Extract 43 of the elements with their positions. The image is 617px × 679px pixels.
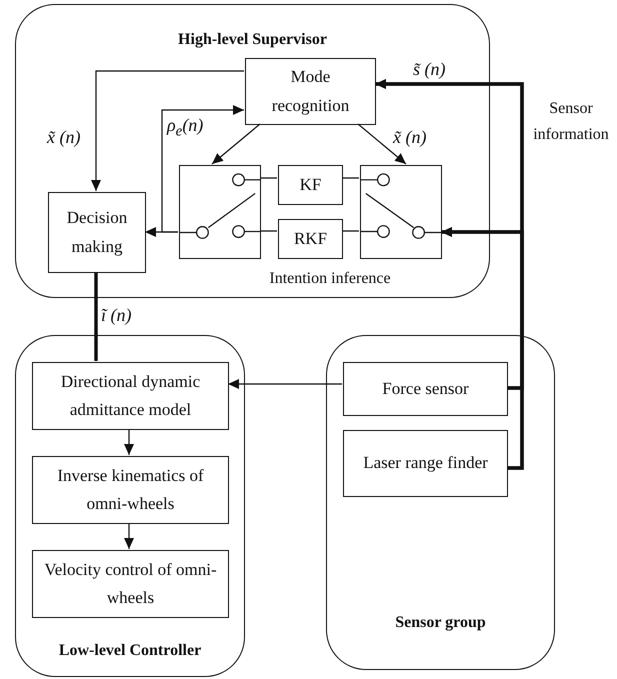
panel-title: Sensor group — [394, 614, 487, 632]
box-label: Velocity control of omni-wheels — [43, 558, 218, 609]
panel-title: Low-level Controller — [58, 642, 202, 660]
group-panel — [15, 335, 245, 677]
arrow — [161, 105, 244, 233]
edge-label: ĩ (n) — [100, 306, 132, 324]
arrow — [358, 124, 406, 164]
box-label: Force sensor — [381, 378, 470, 400]
box-label: Inverse kinematics of omni-wheels — [56, 464, 205, 515]
text-label: Sensor information — [532, 99, 610, 145]
arrow — [91, 70, 244, 191]
connector-line — [260, 177, 277, 179]
arrow — [212, 124, 260, 164]
process-box — [32, 550, 229, 618]
edge-label: x̃ (n) — [46, 128, 82, 146]
process-box — [245, 58, 376, 125]
text-label: Intention inference — [268, 269, 392, 289]
box-label: Laser range finder — [362, 452, 489, 474]
process-box — [278, 219, 343, 259]
connector-line — [94, 272, 98, 361]
connector-line — [260, 230, 277, 232]
process-box — [32, 362, 229, 430]
process-box — [48, 192, 146, 273]
panel-title: High-level Supervisor — [177, 31, 328, 49]
arrow — [124, 523, 134, 549]
box-label: Mode recognition — [270, 66, 350, 117]
group-panel — [15, 4, 490, 298]
arrow — [124, 429, 134, 455]
arrow — [228, 379, 342, 389]
box-label: RKF — [292, 228, 328, 250]
box-label: KF — [298, 174, 322, 196]
process-box — [278, 165, 343, 205]
edge-label: x̃ (n) — [392, 128, 428, 146]
process-box — [343, 362, 508, 416]
group-panel — [326, 335, 555, 670]
edge-label: s̃ (n) — [412, 60, 446, 78]
process-box — [343, 430, 508, 497]
arrow — [441, 227, 524, 470]
box-label: Decision making — [66, 207, 128, 258]
connector-line — [342, 230, 359, 232]
process-box — [32, 456, 229, 524]
box-label: Directional dynamic admittance model — [60, 370, 202, 421]
connector-line — [342, 177, 359, 179]
